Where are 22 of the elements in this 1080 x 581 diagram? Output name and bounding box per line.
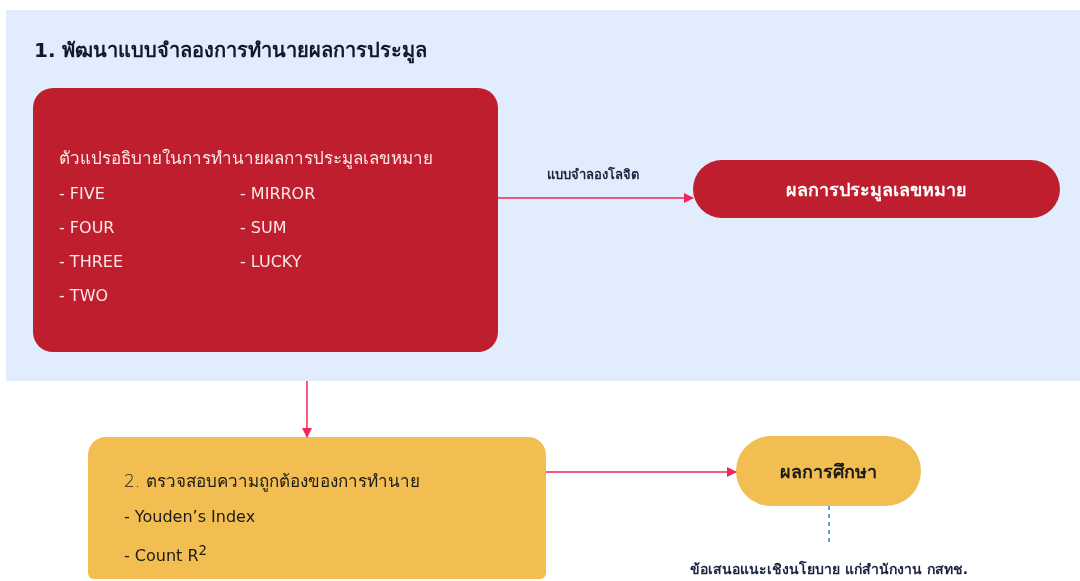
list-item: - SUM xyxy=(240,217,288,239)
pill-label: ผลการประมูลเลขหมาย xyxy=(786,177,967,204)
variables-box xyxy=(33,88,498,352)
list-item: - FIVE xyxy=(59,183,106,205)
section-panel xyxy=(6,10,1080,381)
validation-box xyxy=(88,437,546,579)
arrow xyxy=(302,380,312,438)
arrow xyxy=(545,467,737,477)
outcome-pill xyxy=(693,160,1060,218)
list-item: - Count R$^{2}$ xyxy=(124,542,209,568)
pill-label: ผลการศึกษา xyxy=(780,459,877,484)
box-heading: 2. ตรวจสอบความถูกต้องของการทำนาย xyxy=(124,470,421,494)
note-text: ข้อเสนอแนะเชิงนโยบาย แก่สำนักงาน กสทช. xyxy=(689,559,969,579)
list-item: - THREE xyxy=(59,251,124,273)
list-item: - MIRROR xyxy=(240,183,317,205)
list-item: - FOUR xyxy=(59,217,116,239)
list-item: - TWO xyxy=(59,285,110,307)
box-heading: ตัวแปรอธิบายในการทำนายผลการประมูลเลขหมาย xyxy=(59,147,434,171)
list-item: - Youden’s Index xyxy=(124,506,257,528)
section-title: 1. พัฒนาแบบจำลองการทำนายผลการประมูล xyxy=(34,37,428,66)
arrow xyxy=(497,193,694,203)
list-item: - LUCKY xyxy=(240,251,303,273)
